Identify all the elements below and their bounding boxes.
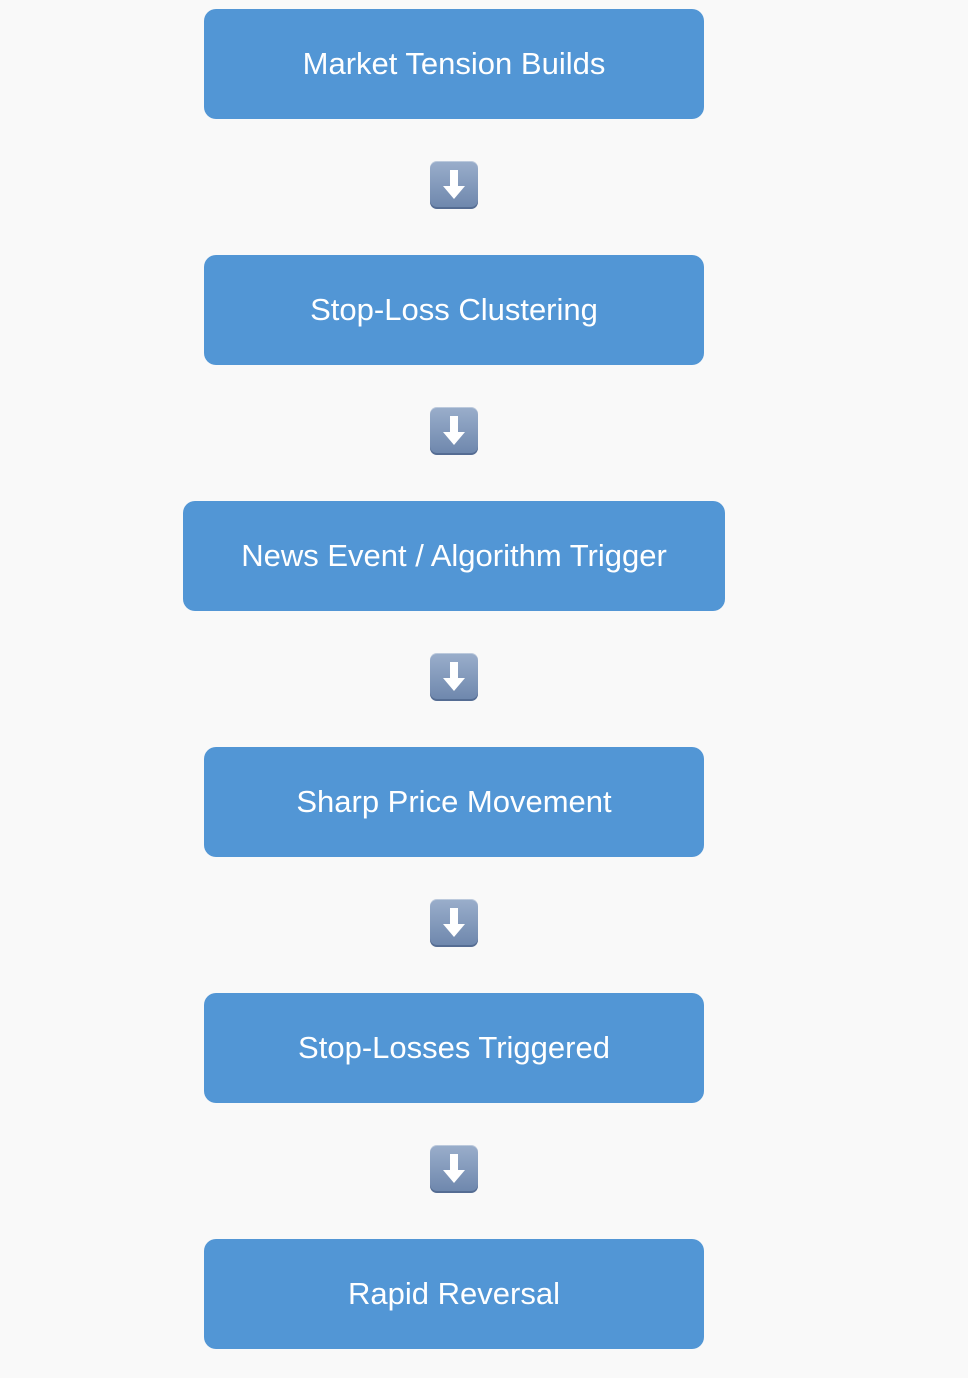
step-label: Market Tension Builds: [302, 46, 606, 81]
step-market-tension-builds: Market Tension Builds: [204, 9, 704, 119]
down-arrow-icon: [430, 653, 478, 701]
down-arrow-icon: [430, 899, 478, 947]
down-arrow-icon: [430, 1145, 478, 1193]
step-stop-loss-clustering: Stop-Loss Clustering: [204, 255, 704, 365]
down-arrow-icon: [430, 161, 478, 209]
flowchart: Market Tension Builds Stop-Loss Clusteri…: [183, 9, 725, 1349]
step-rapid-reversal: Rapid Reversal: [204, 1239, 704, 1349]
step-stop-losses-triggered: Stop-Losses Triggered: [204, 993, 704, 1103]
step-sharp-price-movement: Sharp Price Movement: [204, 747, 704, 857]
step-label: Sharp Price Movement: [296, 784, 612, 819]
step-label: Stop-Loss Clustering: [310, 292, 598, 327]
step-label: News Event / Algorithm Trigger: [241, 538, 667, 573]
step-label: Rapid Reversal: [348, 1276, 560, 1311]
step-label: Stop-Losses Triggered: [298, 1030, 610, 1065]
down-arrow-icon: [430, 407, 478, 455]
step-news-event-algorithm-trigger: News Event / Algorithm Trigger: [183, 501, 725, 611]
